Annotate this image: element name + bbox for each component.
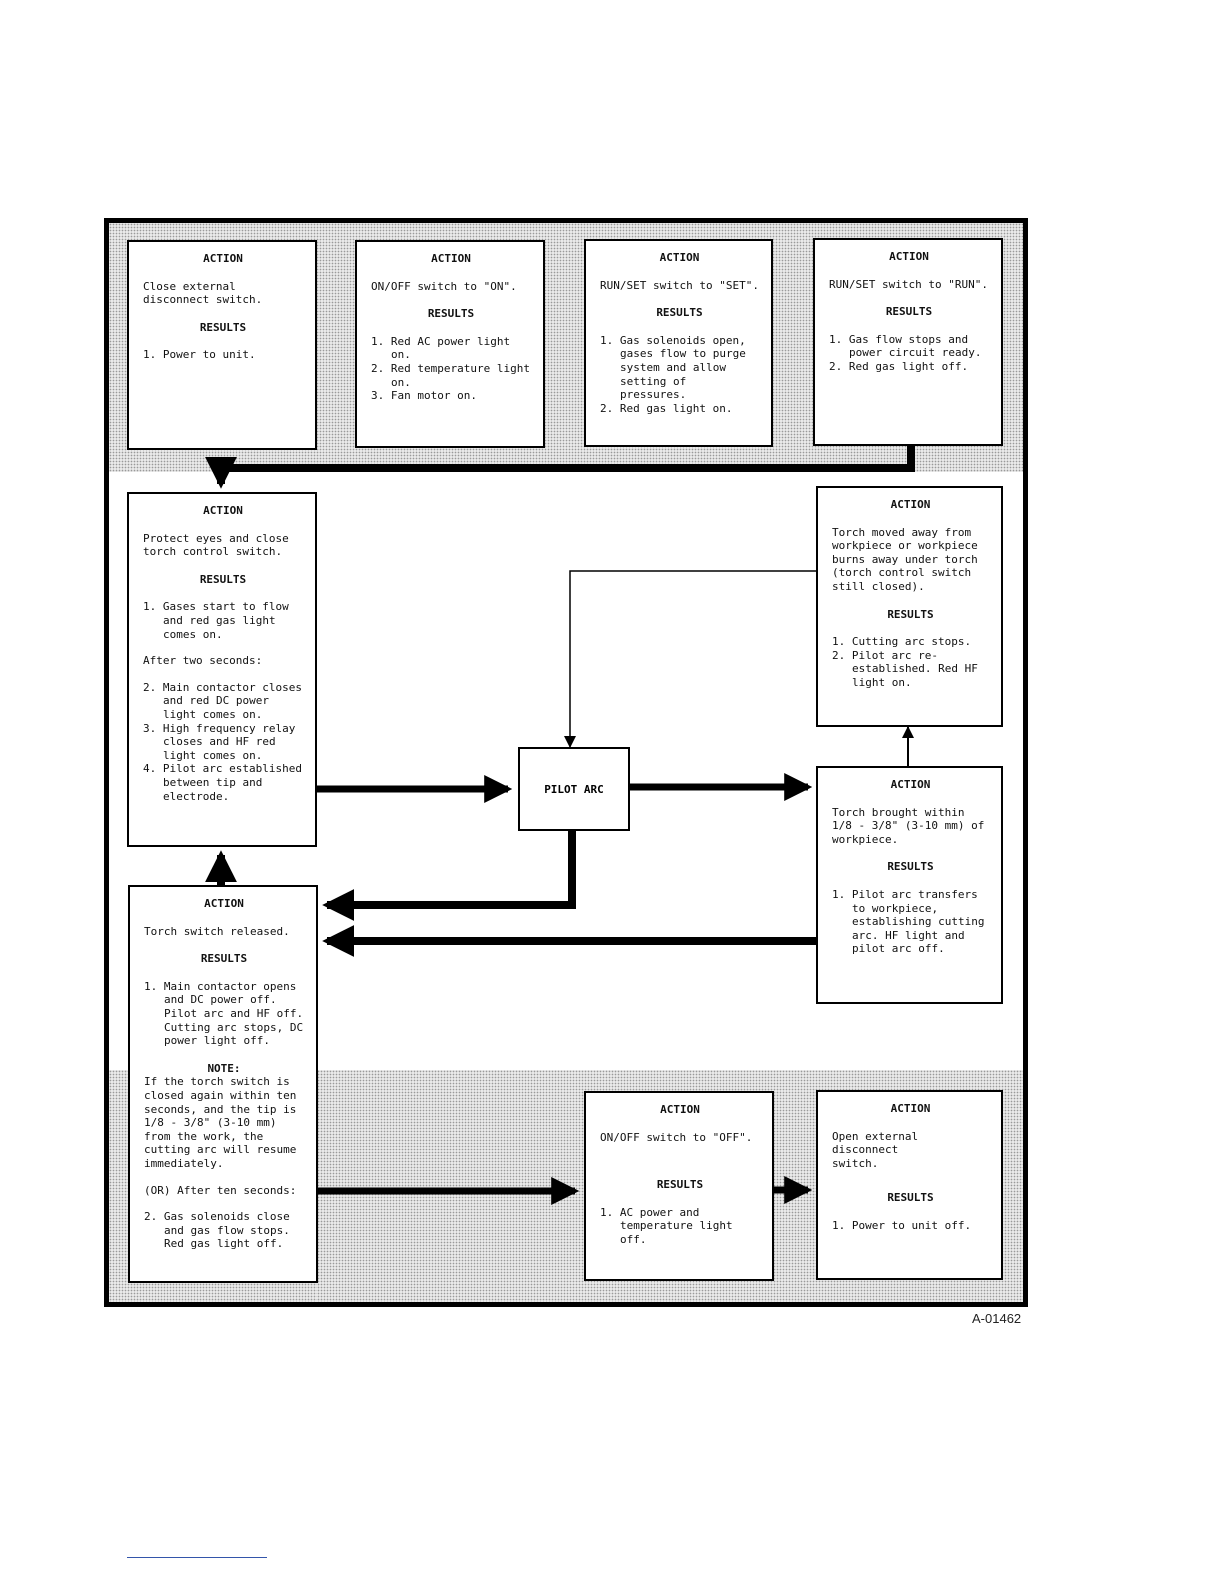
arrow-top-to-protect-eyes [205,446,915,489]
action-text: RUN/SET switch to "RUN". [829,277,988,291]
action-text: Torch moved away from workpiece or workp… [832,525,978,593]
result-item: 2. Red gas light off. [829,359,969,373]
results-list-b: 2. Main contactor closes and red DC powe… [143,681,303,803]
action-heading: ACTION [890,498,931,511]
results-heading: RESULTS [656,1178,704,1192]
result-item: 1. Power to unit. [143,348,256,362]
action-text: Torch brought within 1/8 - 3/8" (3-10 mm… [832,805,985,846]
step-box-torch-moved-away: ACTION Torch moved away from workpiece o… [816,486,1003,727]
result-item: 2. Red gas light on. [600,401,733,415]
results-list: 1. Gas flow stops and power circuit read… [829,333,989,374]
action-heading: ACTION [203,252,243,265]
figure-id: A-01462 [972,1311,1022,1326]
note-heading: NOTE: [207,1061,241,1075]
action-text: ON/OFF switch to "OFF". [600,1130,753,1144]
action-text: Protect eyes and close torch control swi… [143,531,289,559]
pilot-arc-box: PILOT ARC [518,747,630,831]
action-heading: ACTION [889,250,929,263]
results-list: 1. Main contactor opens and DC power off… [144,980,304,1048]
results-heading: RESULTS [887,607,934,621]
arrow-torch-moved-to-pilot-arc [564,570,817,748]
results-heading: RESULTS [656,306,703,320]
spacer [143,668,303,681]
results-list: 1. Gases start to flow and red gas light… [143,600,303,641]
results-list-b: 2. Gas solenoids close and gas flow stop… [144,1210,304,1251]
step-box-torch-brought-within: ACTION Torch brought within 1/8 - 3/8" (… [816,766,1003,1004]
action-text: Torch switch released. [144,924,290,938]
arrow-pilot-arc-to-torch-released [322,831,576,921]
results-heading: RESULTS [887,860,934,874]
results-heading: RESULTS [200,952,248,966]
result-item: 1. Power to unit off. [832,1218,972,1232]
after-two-seconds-text: After two seconds: [143,654,263,668]
after-ten-seconds-text: (OR) After ten seconds: [144,1183,297,1197]
action-text: ON/OFF switch to "ON". [371,279,517,293]
results-heading: RESULTS [885,305,933,319]
action-heading: ACTION [203,504,243,517]
spacer [143,641,303,654]
action-heading: ACTION [660,1103,700,1116]
action-heading: ACTION [204,897,244,910]
result-item: 2. Main contactor closes and red DC powe… [143,680,302,721]
action-heading: ACTION [890,1102,931,1115]
result-item: 1. Gas solenoids open, gases flow to pur… [600,333,746,402]
result-item: 1. Gas flow stops and power circuit read… [829,332,982,360]
results-heading: RESULTS [199,572,247,586]
result-item: 2. Pilot arc re-established. Red HF ligh… [832,648,978,689]
results-list: 1. Red AC power light on. 2. Red tempera… [371,335,531,403]
results-list: 1. Pilot arc transfers to workpiece, est… [832,888,989,956]
result-item: 1. Cutting arc stops. [832,635,972,649]
result-item: 4. Pilot arc established between tip and… [143,762,302,803]
step-box-off-switch: ACTION ON/OFF switch to "OFF". RESULTS 1… [584,1091,774,1281]
step-box-torch-switch-released: ACTION Torch switch released. RESULTS 1.… [128,885,318,1283]
results-list: 1. Cutting arc stops. 2. Pilot arc re-es… [832,635,989,689]
spacer [144,1197,304,1210]
footer-rule [127,1557,267,1558]
results-heading: RESULTS [887,1191,934,1205]
result-item: 3. High frequency relay closes and HF re… [143,721,296,762]
step-box-set-switch: ACTION RUN/SET switch to "SET". RESULTS … [584,239,773,447]
step-box-open-disconnect: ACTION Open external disconnect switch. … [816,1090,1003,1280]
results-list: 1. Power to unit off. [832,1219,989,1233]
action-text: Close external disconnect switch. [143,279,263,307]
step-box-close-disconnect: ACTION Close external disconnect switch.… [127,240,317,450]
step-box-run-switch: ACTION RUN/SET switch to "RUN". RESULTS … [813,238,1003,446]
action-heading: ACTION [431,252,471,265]
result-item: 1. Main contactor opens and DC power off… [144,979,304,1048]
action-heading: ACTION [890,778,931,791]
results-list: 1. Gas solenoids open, gases flow to pur… [600,334,759,416]
result-item: 2. Gas solenoids close and gas flow stop… [144,1210,290,1251]
spacer [144,1171,304,1184]
action-text: RUN/SET switch to "SET". [600,278,759,292]
result-item: 1. Pilot arc transfers to workpiece, est… [832,887,985,956]
action-text: Open external disconnect switch. [832,1129,919,1170]
note-text: If the torch switch is closed again with… [144,1075,297,1170]
result-item: 1. Red AC power light on. [371,334,511,362]
step-box-protect-eyes: ACTION Protect eyes and close torch cont… [127,492,317,847]
results-heading: RESULTS [199,320,247,334]
result-item: 1. Gases start to flow and red gas light… [143,600,289,641]
step-box-on-switch: ACTION ON/OFF switch to "ON". RESULTS 1.… [355,240,545,448]
results-list: 1. AC power and temperature light off. [600,1206,760,1247]
result-item: 3. Fan motor on. [371,389,477,403]
results-list: 1. Power to unit. [143,348,303,362]
result-item: 1. AC power and temperature light off. [600,1205,733,1246]
result-item: 2. Red temperature light on. [371,361,530,389]
action-heading: ACTION [659,251,700,264]
results-heading: RESULTS [427,307,475,321]
